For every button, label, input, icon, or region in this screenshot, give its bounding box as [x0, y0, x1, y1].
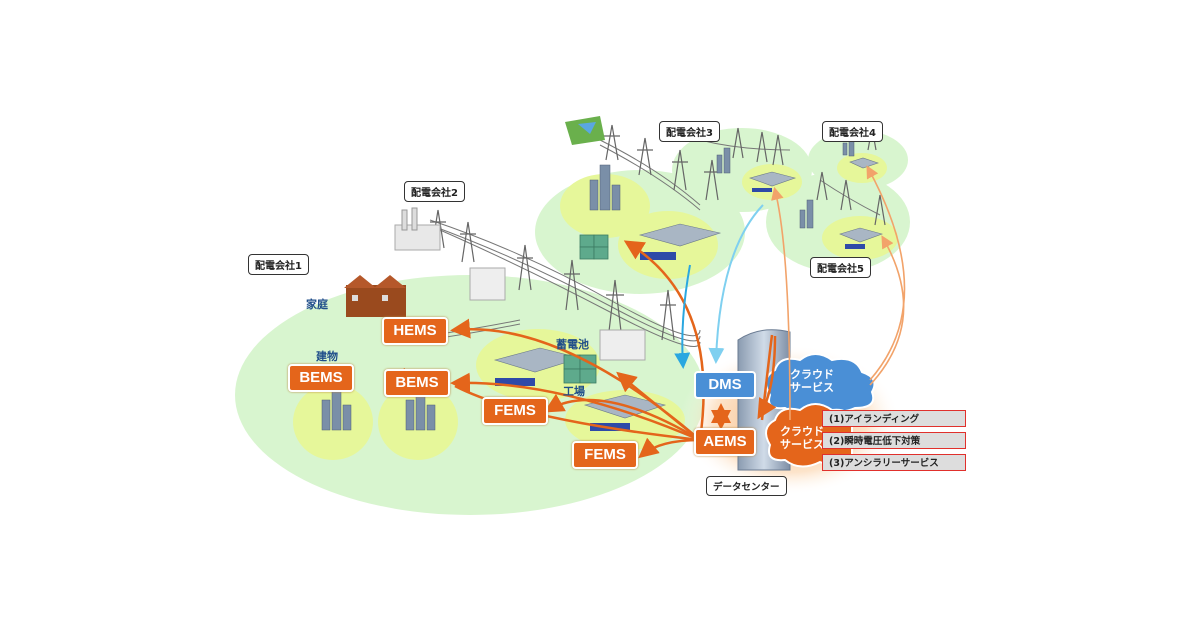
company-label-3: 配電会社3: [659, 121, 720, 142]
fems-box-top[interactable]: FEMS: [482, 397, 548, 425]
aems-box[interactable]: AEMS: [694, 428, 756, 456]
dam-icon: [565, 116, 605, 145]
cloud-aems-text: クラウド サービス: [780, 425, 824, 451]
substation-icon: [469, 267, 506, 301]
battery-label: 蓄電池: [556, 338, 589, 351]
blue-arrow: [674, 264, 691, 369]
fems-box-bottom[interactable]: FEMS: [572, 441, 638, 469]
houses-icon: [344, 275, 406, 317]
datacenter-label: データセンター: [706, 476, 787, 496]
substation-icon-2: [599, 329, 646, 361]
service-ancillary: (3)アンシラリーサービス: [822, 454, 966, 471]
building-clusters: [321, 139, 855, 431]
battery-icon: [563, 234, 609, 384]
factory-label: 工場: [563, 385, 585, 398]
company-label-5: 配電会社5: [810, 257, 871, 278]
company-label-1: 配電会社1: [248, 254, 309, 275]
bems-box-right[interactable]: BEMS: [384, 369, 450, 397]
power-plant-icon: [394, 207, 441, 251]
company-label-4: 配電会社4: [822, 121, 883, 142]
cloud-dms-line1: クラウド: [790, 368, 834, 381]
service-voltage-sag: (2)瞬時電圧低下対策: [822, 432, 966, 449]
cloud-aems-line2: サービス: [780, 438, 824, 451]
cloud-dms-line2: サービス: [790, 381, 834, 394]
company-label-2: 配電会社2: [404, 181, 465, 202]
peach-arrows: [771, 165, 906, 421]
light-blue-arrow: [708, 204, 764, 364]
home-label: 家庭: [306, 298, 328, 311]
cloud-aems-line1: クラウド: [780, 425, 824, 438]
bems-box-left[interactable]: BEMS: [288, 364, 354, 392]
cloud-dms-text: クラウド サービス: [790, 368, 834, 394]
building-label: 建物: [316, 350, 338, 363]
dms-box[interactable]: DMS: [694, 371, 756, 399]
hems-box[interactable]: HEMS: [382, 317, 448, 345]
service-islanding: (1)アイランディング: [822, 410, 966, 427]
